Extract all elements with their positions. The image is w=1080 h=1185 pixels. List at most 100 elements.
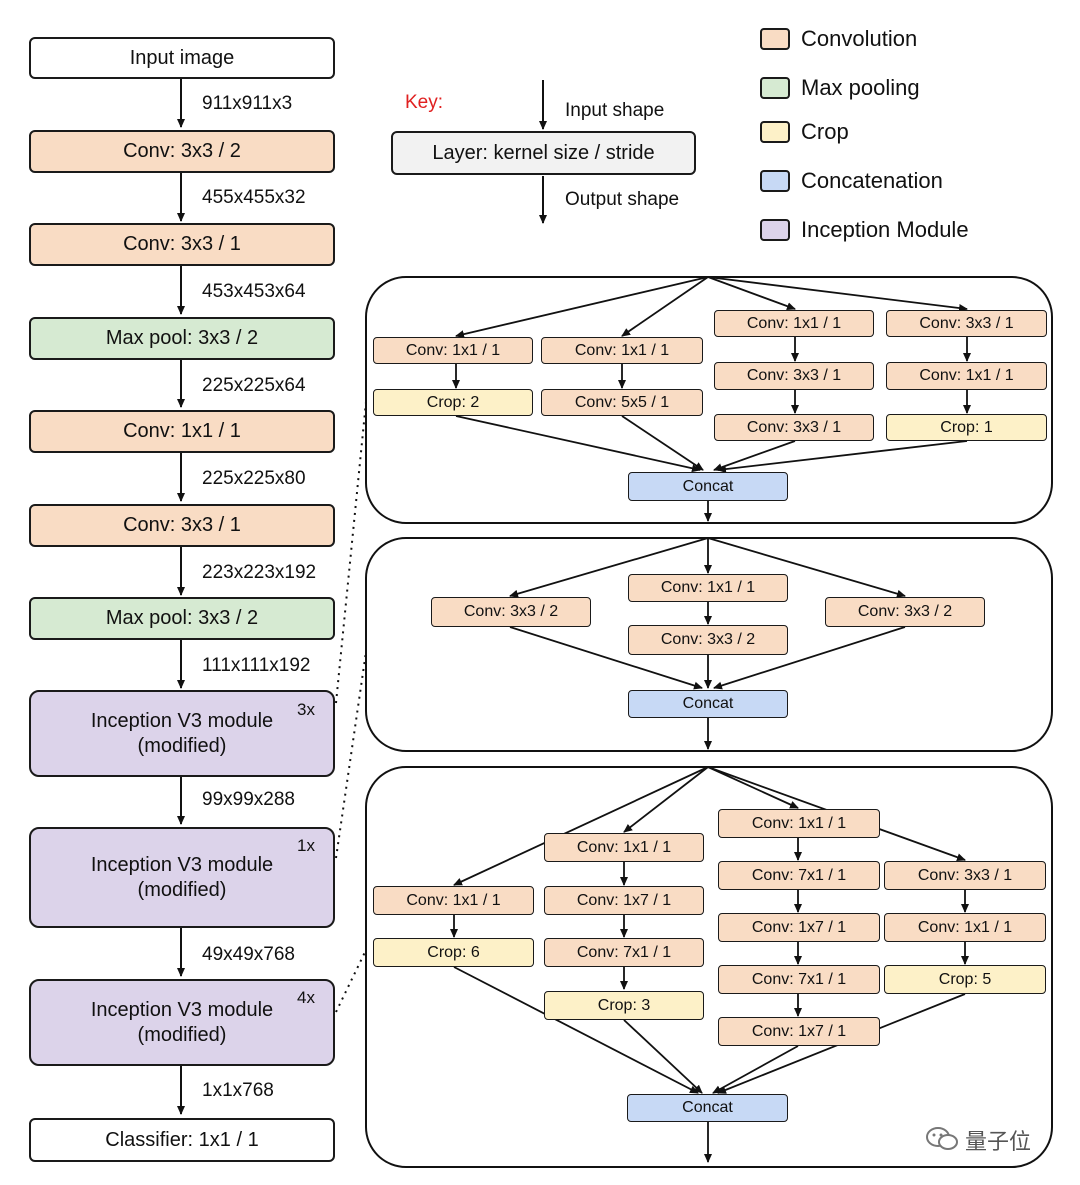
node-label: Conv: 1x1 / 1 (405, 341, 501, 359)
legend-swatch-crop (760, 121, 790, 143)
shape-label: 1x1x768 (202, 1080, 274, 1101)
node-label: Crop: 1 (940, 418, 993, 436)
m3-conv-node: Conv: 7x1 / 1 (718, 861, 880, 890)
shape-label: 49x49x768 (202, 944, 295, 965)
m2-edge (509, 626, 703, 690)
input-image-label: Input image (129, 46, 235, 69)
input-image-node: Input image (29, 37, 335, 79)
m1-edge (707, 276, 796, 310)
node-label: Conv: 3x3 / 1 (917, 866, 1013, 884)
node-label: Conv: 1x7 / 1 (576, 891, 672, 909)
m3-conv-node: Conv: 7x1 / 1 (718, 965, 880, 994)
node-label: Concat (682, 1099, 733, 1116)
conv-label: Conv: 1x1 / 1 (123, 420, 241, 442)
m3-edge (623, 766, 709, 833)
m3-edge (623, 1019, 703, 1094)
m3-edge (453, 966, 699, 1094)
m1-edge (455, 415, 701, 473)
m2-conv-node: Conv: 3x3 / 2 (628, 625, 788, 655)
max-pool-label: Max pool: 3x3 / 2 (105, 327, 259, 349)
node-label: Conv: 3x3 / 1 (746, 367, 842, 384)
conv-node: Conv: 3x3 / 2 (29, 130, 335, 173)
m1-edge (717, 440, 968, 474)
shape-label: 223x223x192 (202, 562, 317, 583)
node-label: Conv: 7x1 / 1 (751, 970, 847, 988)
inception-module-node: Inception V3 module (modified) (29, 827, 335, 928)
node-label: Conv: 3x3 / 2 (463, 603, 559, 620)
classifier-label: Classifier: 1x1 / 1 (105, 1128, 259, 1151)
m2-conv-node: Conv: 3x3 / 2 (431, 597, 591, 627)
shape-label: 111x111x192 (202, 655, 311, 676)
shape-label: 225x225x80 (202, 468, 306, 489)
node-label: Conv: 3x3 / 1 (746, 418, 842, 436)
m3-crop-node: Crop: 3 (544, 991, 704, 1020)
m1-edge (621, 415, 704, 471)
max-pool-label: Max pool: 3x3 / 2 (105, 607, 259, 629)
legend-label: Convolution (801, 26, 918, 51)
node-label: Crop: 3 (597, 996, 651, 1014)
inception-module-node: Inception V3 module (modified) (29, 979, 335, 1066)
m3-conv-node: Conv: 1x7 / 1 (544, 886, 704, 915)
m3-edge (453, 766, 709, 886)
shape-label: 911x911x3 (202, 93, 293, 114)
m1-edge (455, 276, 709, 339)
inception-sublabel: (modified) (137, 734, 227, 757)
node-label: Crop: 2 (426, 393, 480, 411)
node-label: Concat (682, 477, 734, 495)
m2-conv-node: Conv: 1x1 / 1 (628, 574, 788, 602)
key-input-shape: Input shape (565, 100, 665, 121)
m1-edge (707, 276, 968, 312)
dotted-link-1 (335, 401, 367, 704)
m2-edge (509, 537, 709, 598)
m2-edge (707, 537, 906, 598)
node-label: Conv: 3x3 / 2 (857, 603, 953, 620)
m1-conv-node: Conv: 5x5 / 1 (541, 389, 703, 416)
node-label: Conv: 1x1 / 1 (406, 891, 501, 909)
repeat-count: 1x (297, 836, 315, 855)
m3-conv-node: Conv: 1x1 / 1 (884, 913, 1046, 942)
m3-conv-node: Conv: 1x1 / 1 (544, 833, 704, 862)
node-label: Conv: 1x1 / 1 (660, 579, 756, 596)
m3-crop-node: Crop: 6 (373, 938, 534, 967)
legend-swatch-convolution (760, 28, 790, 50)
shape-label: 455x455x32 (202, 187, 306, 208)
node-label: Conv: 1x1 / 1 (576, 838, 672, 856)
node-label: Conv: 5x5 / 1 (574, 393, 670, 411)
m3-conv-node: Conv: 1x1 / 1 (718, 809, 880, 838)
m1-conv-node: Conv: 1x1 / 1 (886, 362, 1047, 390)
conv-label: Conv: 3x3 / 2 (123, 140, 241, 162)
conv-label: Conv: 3x3 / 1 (123, 233, 241, 255)
m1-conv-node: Conv: 3x3 / 1 (886, 310, 1047, 337)
node-label: Conv: 7x1 / 1 (751, 866, 847, 884)
node-label: Conv: 1x1 / 1 (574, 341, 670, 359)
key-layer-label: Layer: kernel size / stride (432, 141, 655, 164)
conv-label: Conv: 3x3 / 1 (123, 514, 241, 536)
repeat-count: 4x (297, 988, 315, 1007)
node-label: Crop: 5 (938, 970, 992, 988)
m3-conv-node: Conv: 3x3 / 1 (884, 861, 1046, 890)
conv-node: Conv: 3x3 / 1 (29, 504, 335, 547)
node-label: Conv: 1x1 / 1 (746, 314, 842, 332)
node-label: Crop: 6 (427, 943, 480, 961)
node-label: Conv: 7x1 / 1 (576, 943, 672, 961)
m3-edge (712, 1045, 799, 1094)
m3-crop-node: Crop: 5 (884, 965, 1046, 994)
legend-swatch-concatenation (760, 170, 790, 192)
shape-label: 453x453x64 (202, 281, 306, 302)
node-label: Conv: 1x1 / 1 (751, 814, 847, 832)
m1-conv-node: Conv: 1x1 / 1 (714, 310, 874, 337)
inception-label: Inception V3 module (90, 998, 274, 1021)
key-layer-node: Layer: kernel size / stride (391, 131, 696, 175)
max-pool-node: Max pool: 3x3 / 2 (29, 597, 335, 640)
conv-node: Conv: 1x1 / 1 (29, 410, 335, 453)
m1-concat-node: Concat (628, 472, 788, 501)
node-label: Conv: 1x7 / 1 (751, 918, 847, 936)
m1-conv-node: Conv: 3x3 / 1 (714, 414, 874, 441)
m1-edge (713, 440, 796, 472)
m3-conv-node: Conv: 1x7 / 1 (718, 1017, 880, 1046)
m1-edge (621, 276, 709, 337)
conv-node: Conv: 3x3 / 1 (29, 223, 335, 266)
classifier-node: Classifier: 1x1 / 1 (29, 1118, 335, 1162)
